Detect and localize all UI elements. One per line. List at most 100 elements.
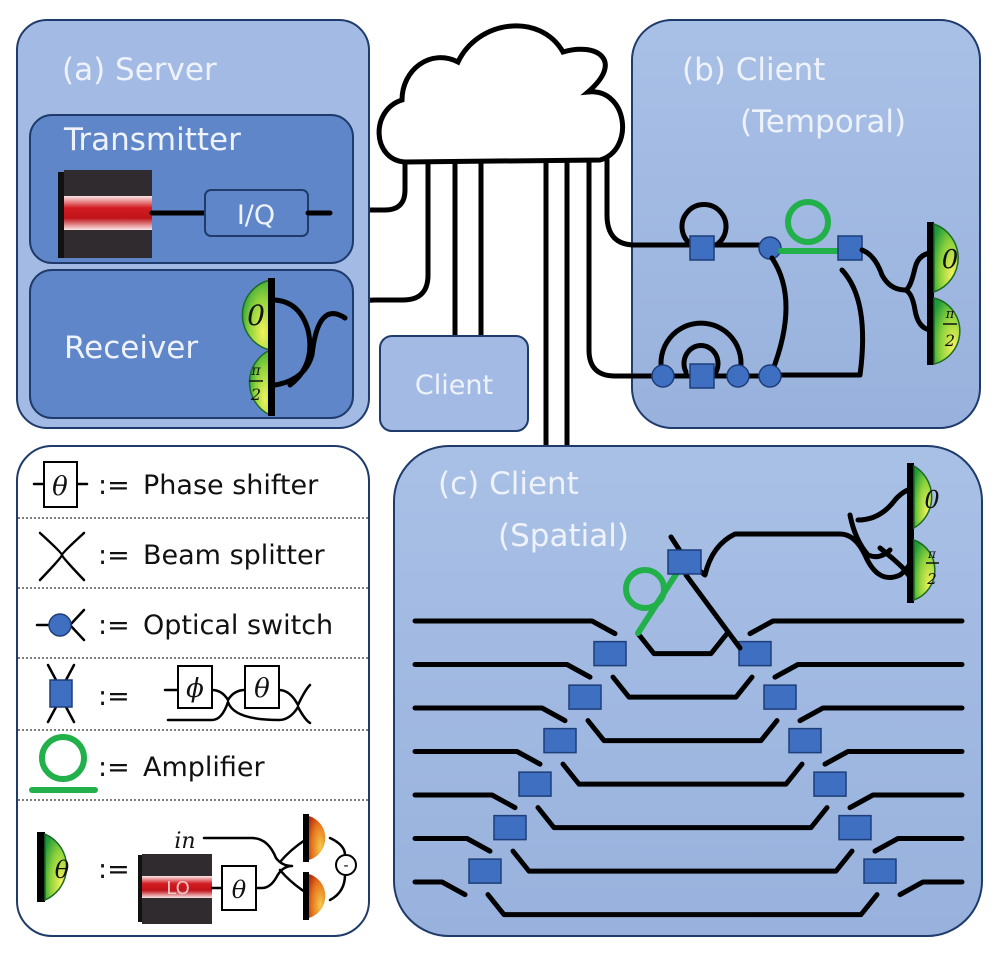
- waveguide: [412, 836, 965, 874]
- mzi-mesh: [412, 618, 965, 918]
- delay-loop-outer: [658, 320, 744, 375]
- svg-text:π: π: [927, 547, 937, 561]
- svg-text:π: π: [250, 363, 261, 379]
- detector-bar: [268, 278, 275, 416]
- mzi-output: [837, 235, 863, 261]
- receiver-label: Receiver: [64, 330, 198, 366]
- waveguide: [412, 662, 965, 700]
- legend-panel: θ := Phase shifter := Beam splitter := O…: [16, 445, 370, 937]
- server-panel: (a) Server Transmitter I/Q Receiver 0: [16, 19, 370, 429]
- legend-item-homodyne-detector: θ := in LO θ -: [37, 814, 357, 924]
- waveguide: [412, 749, 965, 787]
- server-title: (a) Server: [62, 52, 217, 88]
- mzi-left: [568, 684, 602, 710]
- homodyne-detector-0: 0: [241, 279, 271, 351]
- amplifier-icon: [39, 734, 87, 782]
- optical-switch: [758, 364, 782, 388]
- svg-text:θ: θ: [254, 674, 270, 704]
- beam-splitter-icon: [272, 297, 348, 388]
- iq-label: I/Q: [237, 200, 275, 231]
- mzi-top: [667, 549, 702, 575]
- cloud-client-label: Client: [415, 370, 493, 401]
- mzi-right: [763, 684, 797, 710]
- svg-text:LO: LO: [166, 878, 190, 899]
- svg-text:2: 2: [944, 331, 955, 350]
- svg-text::=: :=: [98, 854, 130, 885]
- delay-loop: [679, 202, 729, 248]
- optical-switch: [651, 364, 675, 388]
- svg-text:π: π: [945, 307, 955, 322]
- homodyne-detector-icon: [44, 832, 68, 902]
- mzi-left: [493, 814, 527, 841]
- subtractor-icon: [335, 854, 357, 876]
- delay-loop-inner: [681, 343, 721, 375]
- beam-splitter-icon: [38, 531, 86, 582]
- svg-text:θ: θ: [52, 472, 68, 502]
- svg-text::=: :=: [98, 470, 130, 501]
- phase-shifter-icon: [43, 461, 78, 508]
- legend-item-phase-shifter: θ := Phase shifter: [32, 461, 319, 508]
- svg-text:Amplifier: Amplifier: [143, 752, 266, 783]
- transmitter-box: Transmitter I/Q: [29, 114, 354, 264]
- homodyne-detector-0: 0: [913, 464, 940, 530]
- waveguide: [412, 792, 965, 831]
- svg-text:Beam splitter: Beam splitter: [143, 540, 326, 571]
- transmitter-label: Transmitter: [63, 122, 241, 158]
- local-oscillator-icon: LO: [138, 854, 212, 924]
- optical-switch: [726, 364, 750, 388]
- legend-item-mzi: := ϕ θ: [46, 663, 312, 725]
- svg-text:Phase shifter: Phase shifter: [143, 470, 319, 501]
- spatial-title-2: (Spatial): [498, 518, 629, 554]
- link-server-transmitter: [315, 159, 408, 213]
- temporal-title-2: (Temporal): [740, 104, 906, 140]
- mzi-upper: [689, 235, 715, 261]
- detector-bar: [927, 222, 934, 365]
- svg-text:0: 0: [924, 486, 939, 514]
- mzi-left: [593, 640, 627, 667]
- amplifier-icon: [623, 567, 667, 611]
- mzi-left: [543, 727, 577, 754]
- svg-text:0: 0: [247, 299, 265, 332]
- mzi-left: [518, 771, 552, 797]
- receiver-box: Receiver 0 π 2: [29, 269, 354, 419]
- link-temporal-lower: [586, 159, 663, 379]
- svg-text::=: :=: [98, 752, 130, 783]
- waveguide: [412, 705, 965, 744]
- photodiode-icon: [309, 816, 326, 860]
- cloud-client-box: Client: [379, 335, 529, 432]
- spatial-title-1: (c) Client: [438, 466, 579, 502]
- svg-text:0: 0: [942, 245, 959, 275]
- legend-item-amplifier: := Amplifier: [29, 734, 266, 793]
- svg-text:2: 2: [926, 570, 937, 588]
- laser-icon: [58, 170, 152, 258]
- mzi-icon: [49, 679, 73, 708]
- temporal-client-panel: (b) Client (Temporal) 0 π: [629, 19, 981, 429]
- homodyne-detector-0: 0: [933, 222, 959, 294]
- temporal-title-1: (b) Client: [682, 52, 825, 88]
- svg-text:θ: θ: [55, 856, 70, 884]
- svg-text::=: :=: [98, 681, 130, 712]
- svg-text::=: :=: [98, 540, 130, 571]
- homodyne-detector-pi-half: π 2: [913, 538, 939, 602]
- mzi-right: [863, 858, 897, 884]
- svg-text:in: in: [174, 829, 195, 854]
- mzi-right: [813, 771, 847, 797]
- mzi-right: [788, 727, 822, 754]
- optical-switch-upper: [758, 236, 782, 260]
- svg-text:Optical switch: Optical switch: [143, 610, 333, 641]
- svg-text:-: -: [343, 858, 348, 874]
- mzi-left: [468, 858, 502, 884]
- legend-item-optical-switch: := Optical switch: [35, 608, 333, 642]
- photodiode-icon: [309, 874, 326, 918]
- spatial-client-panel: (c) Client (Spatial) 0 π 2: [393, 445, 983, 937]
- mzi-right: [838, 814, 872, 841]
- legend-item-beam-splitter: := Beam splitter: [38, 531, 326, 582]
- amplifier-icon: [785, 199, 831, 245]
- waveguide: [412, 618, 965, 657]
- homodyne-detector-pi-half: π 2: [933, 297, 961, 365]
- cloud-icon: [376, 23, 626, 165]
- homodyne-detector-pi-half: π 2: [248, 348, 271, 417]
- waveguide: [412, 879, 965, 918]
- mzi-right: [738, 640, 772, 667]
